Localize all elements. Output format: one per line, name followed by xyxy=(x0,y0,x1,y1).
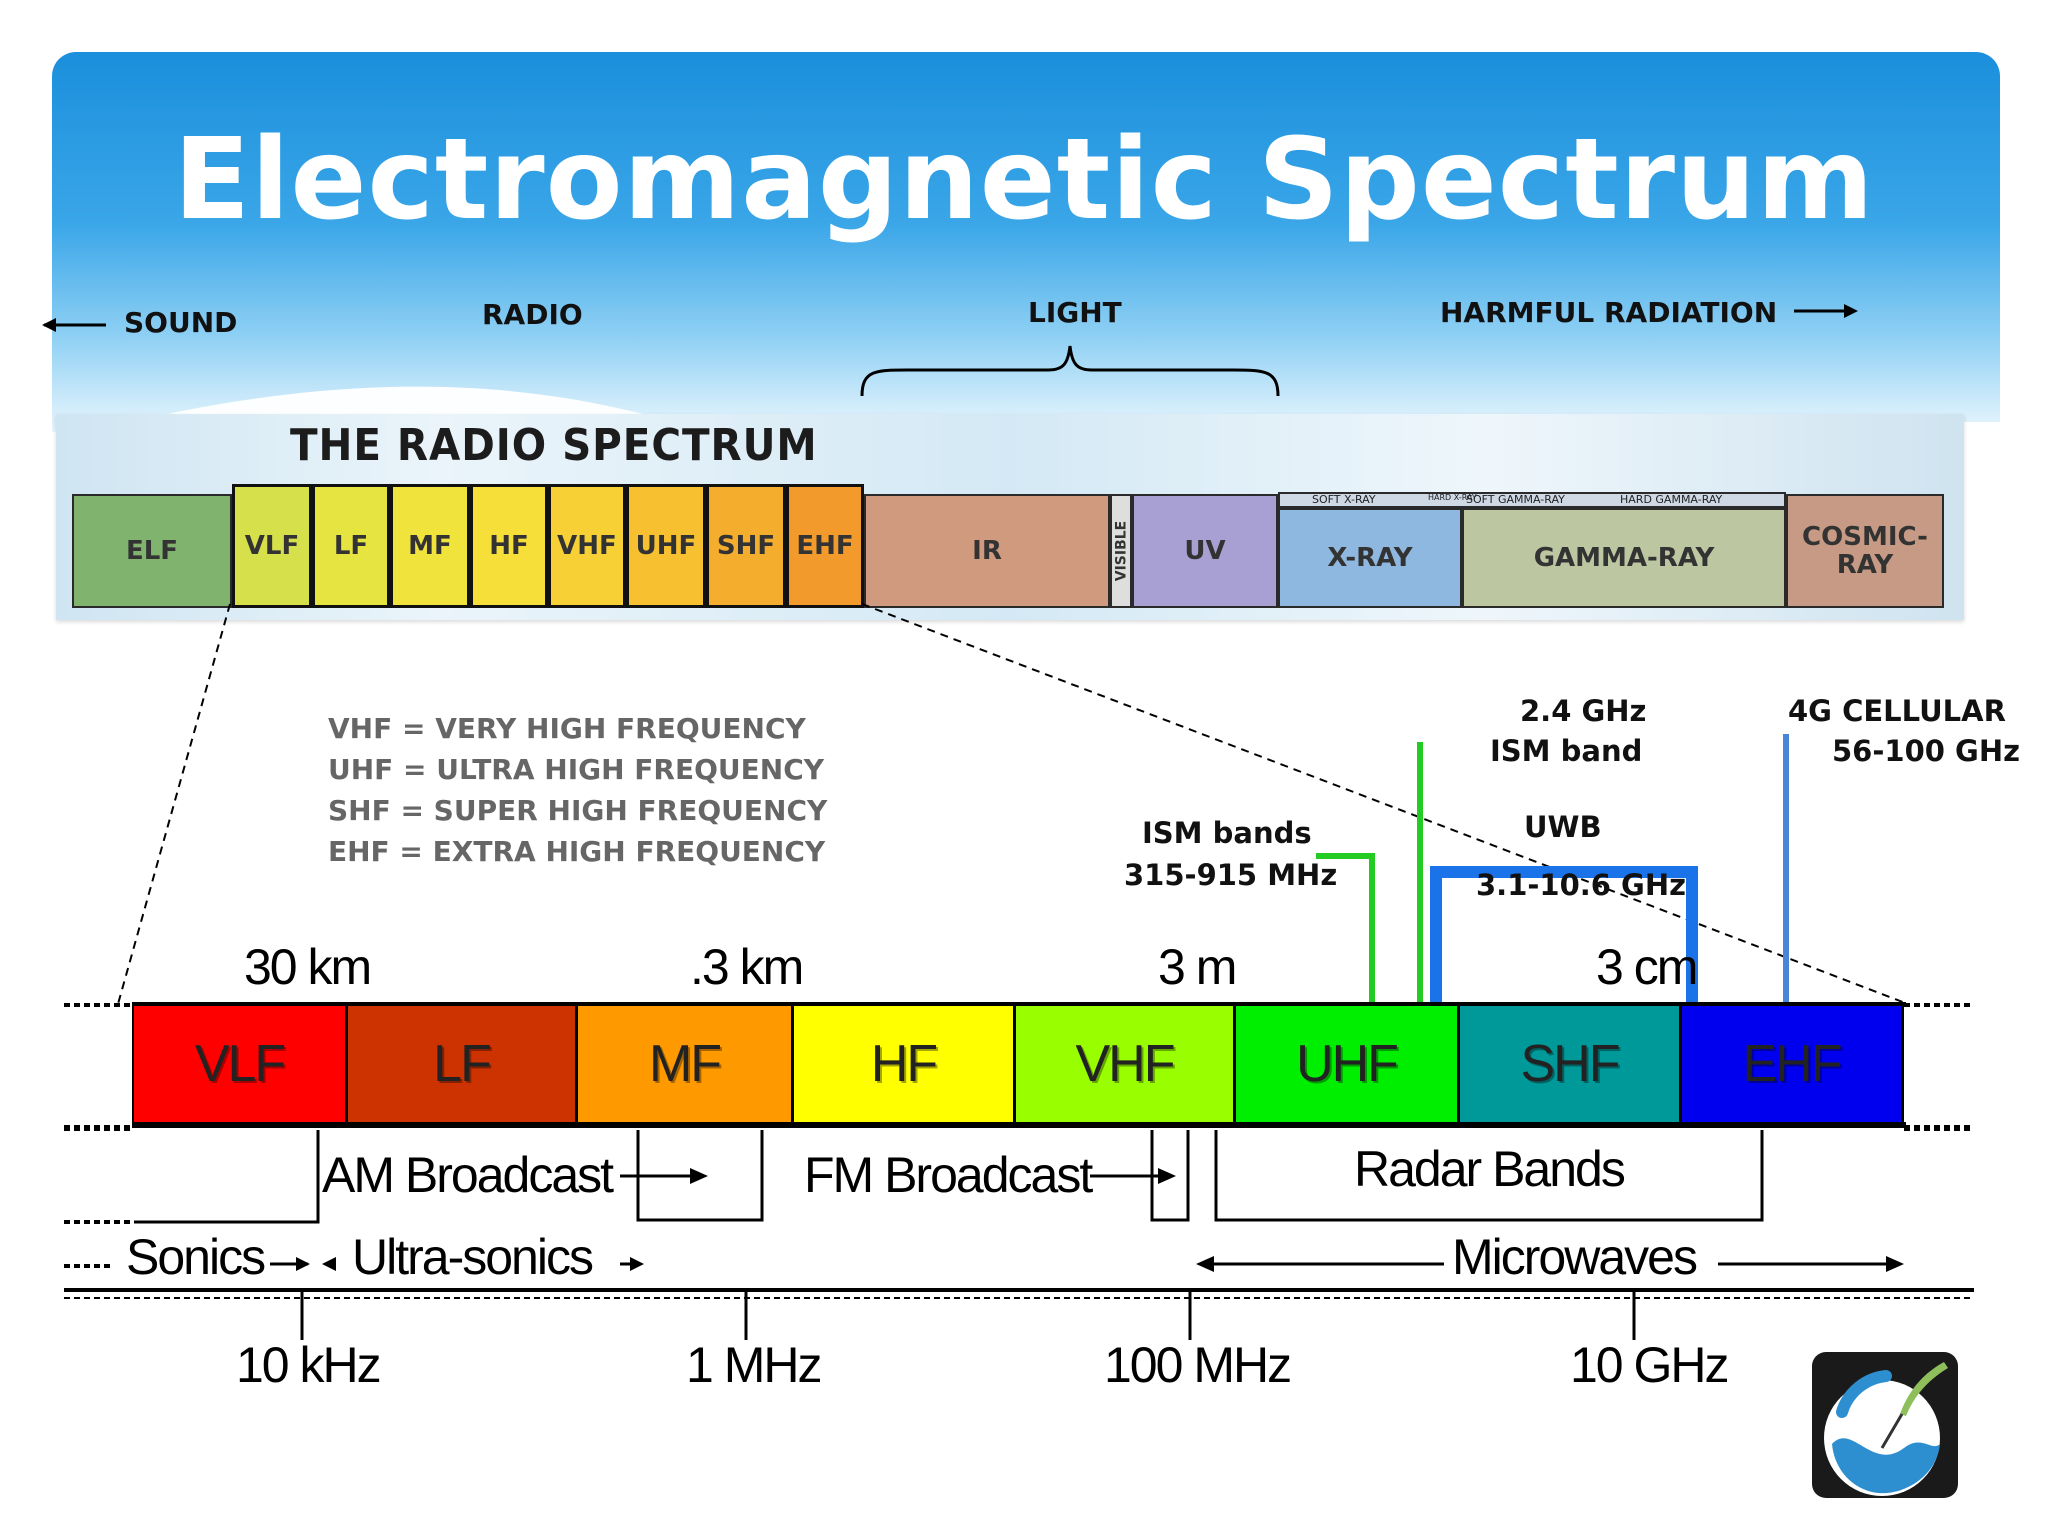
band-mf: MF xyxy=(578,1006,794,1122)
light-brace xyxy=(860,345,1280,397)
band-shf: SHF xyxy=(1460,1006,1682,1122)
soft-xray-label: SOFT X-RAY xyxy=(1312,493,1376,506)
strip-band-x-ray: X-RAY xyxy=(1278,508,1462,608)
strip-band-ehf: EHF xyxy=(786,484,864,608)
zoom-line-right xyxy=(861,603,1909,1005)
freq-10ghz: 10 GHz xyxy=(1570,1337,1730,1393)
strip-band-mf: MF xyxy=(390,484,470,608)
region-sound: SOUND xyxy=(124,306,238,339)
left-arrow-icon xyxy=(42,318,106,332)
strip-band-vlf: VLF xyxy=(232,484,312,608)
strip-band-uhf: UHF xyxy=(626,484,706,608)
strip-band-visible: VISIBLE xyxy=(1110,494,1132,608)
band-uhf: UHF xyxy=(1236,1006,1460,1122)
band-hf: HF xyxy=(794,1006,1016,1122)
strip-band-shf: SHF xyxy=(706,484,786,608)
strip-band-uv: UV xyxy=(1132,494,1278,608)
am-broadcast-label: AM Broadcast xyxy=(322,1147,614,1203)
xray-gamma-subheader xyxy=(1278,492,1786,508)
distance-3cm: 3 cm xyxy=(1596,939,1698,995)
strip-band-ir: IR xyxy=(864,494,1110,608)
soft-gamma-label: SOFT GAMMA-RAY xyxy=(1466,493,1565,506)
quill-logo-icon xyxy=(1824,1362,1948,1496)
region-radio: RADIO xyxy=(482,298,583,331)
abbr-ehf: EHF = EXTRA HIGH FREQUENCY xyxy=(328,835,826,868)
ism-bands-marker xyxy=(1316,853,1375,1004)
hard-xray-label: HARD X-RAY xyxy=(1428,493,1477,502)
distance-3m: 3 m xyxy=(1158,939,1237,995)
publisher-logo xyxy=(1812,1352,1958,1498)
strip-band-lf: LF xyxy=(312,484,390,608)
band-vlf: VLF xyxy=(134,1006,348,1122)
sonics-label: Sonics xyxy=(126,1229,266,1285)
strip-band-cosmic-ray: COSMIC- RAY xyxy=(1786,494,1944,608)
freq-100mhz: 100 MHz xyxy=(1104,1337,1292,1393)
region-light: LIGHT xyxy=(1028,296,1122,329)
radar-bands-label: Radar Bands xyxy=(1354,1141,1626,1197)
cellular-range: 56-100 GHz xyxy=(1832,734,2020,768)
ism24-freq: 2.4 GHz xyxy=(1520,694,1647,728)
right-arrow-icon xyxy=(1794,304,1858,318)
freq-10khz: 10 kHz xyxy=(236,1337,382,1393)
abbr-vhf: VHF = VERY HIGH FREQUENCY xyxy=(328,712,806,745)
hard-gamma-label: HARD GAMMA-RAY xyxy=(1620,493,1723,506)
band-ehf: EHF xyxy=(1682,1006,1904,1122)
region-harmful: HARMFUL RADIATION xyxy=(1440,296,1778,329)
fm-broadcast-label: FM Broadcast xyxy=(804,1147,1093,1203)
ultrasonics-label: Ultra-sonics xyxy=(352,1229,594,1285)
strip-band-gamma-ray: GAMMA-RAY xyxy=(1462,508,1786,608)
band-lf: LF xyxy=(348,1006,578,1122)
band-bar-frame xyxy=(132,1002,1906,1128)
strip-band-hf: HF xyxy=(470,484,548,608)
ism-bands-label: ISM bands xyxy=(1142,816,1312,850)
distance-30km: 30 km xyxy=(244,939,372,995)
uwb-label: UWB xyxy=(1524,810,1602,844)
cellular-label: 4G CELLULAR xyxy=(1788,694,2006,728)
ism24-band: ISM band xyxy=(1490,734,1643,768)
uwb-bracket xyxy=(1430,866,1698,1004)
band-vhf: VHF xyxy=(1016,1006,1236,1122)
strip-band-vhf: VHF xyxy=(548,484,626,608)
distance-03km: .3 km xyxy=(690,939,804,995)
abbr-uhf: UHF = ULTRA HIGH FREQUENCY xyxy=(328,753,825,786)
freq-1mhz: 1 MHz xyxy=(686,1337,822,1393)
abbr-shf: SHF = SUPER HIGH FREQUENCY xyxy=(328,794,828,827)
uwb-range: 3.1-10.6 GHz xyxy=(1476,868,1687,902)
microwaves-label: Microwaves xyxy=(1452,1229,1698,1285)
radio-spectrum-title: THE RADIO SPECTRUM xyxy=(290,420,818,471)
slide-title: Electromagnetic Spectrum xyxy=(173,115,1875,245)
strip-band-elf: ELF xyxy=(72,494,232,608)
ism-bands-range: 315-915 MHz xyxy=(1124,858,1338,892)
zoom-line-left xyxy=(117,603,231,1005)
